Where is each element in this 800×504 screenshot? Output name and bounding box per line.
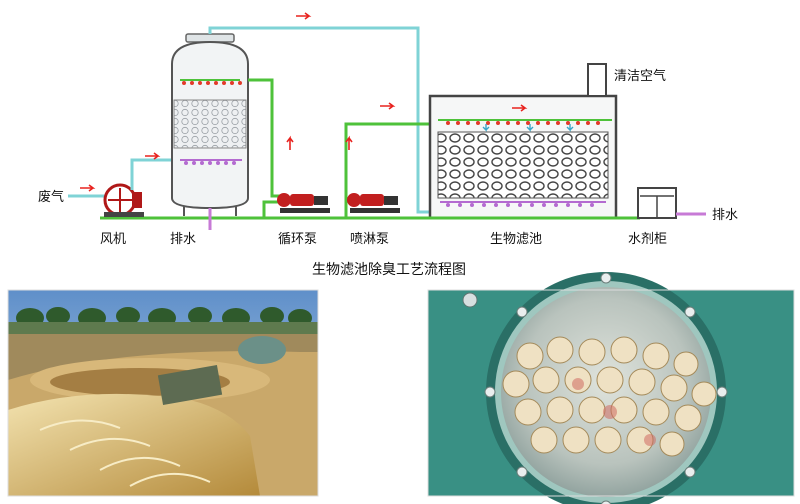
fan-icon xyxy=(103,183,144,217)
label-fan: 风机 xyxy=(100,232,126,247)
photo-biofilter-site xyxy=(7,289,319,497)
flow-arrow xyxy=(380,102,396,110)
dosing-cabinet xyxy=(637,187,677,219)
label-dosing-cabinet: 水剂柜 xyxy=(628,232,667,247)
water-line-circulation xyxy=(248,78,284,198)
circulation-pump-icon xyxy=(277,193,330,213)
label-waste-gas: 废气 xyxy=(38,189,64,205)
label-drain-left: 排水 xyxy=(170,232,196,247)
flow-arrow xyxy=(286,135,294,150)
biofilter-tank xyxy=(428,63,618,220)
label-clean-air: 清洁空气 xyxy=(614,68,666,84)
flow-arrow xyxy=(80,184,96,192)
label-drain-right: 排水 xyxy=(712,208,738,223)
spray-pump-icon xyxy=(347,193,400,213)
diagram-caption: 生物滤池除臭工艺流程图 xyxy=(312,262,466,278)
photo-packing-window xyxy=(427,272,795,504)
flow-arrow xyxy=(145,152,161,160)
gas-line-fan-tower xyxy=(130,158,176,190)
flow-diagram: 废气 风机 排水 循环泵 喷淋泵 生物滤池 清洁空气 排水 水剂柜 生物滤池除臭… xyxy=(38,12,738,278)
water-line-spray xyxy=(336,122,432,220)
label-biofilter: 生物滤池 xyxy=(490,232,542,247)
water-line-circ-down xyxy=(262,200,278,218)
scrubber-tower xyxy=(171,33,249,230)
flow-arrow xyxy=(345,135,353,150)
label-spray-pump: 喷淋泵 xyxy=(350,232,389,247)
gas-line-tower-biofilter xyxy=(208,26,432,214)
label-circulation-pump: 循环泵 xyxy=(278,232,317,247)
flow-arrow xyxy=(296,12,312,20)
